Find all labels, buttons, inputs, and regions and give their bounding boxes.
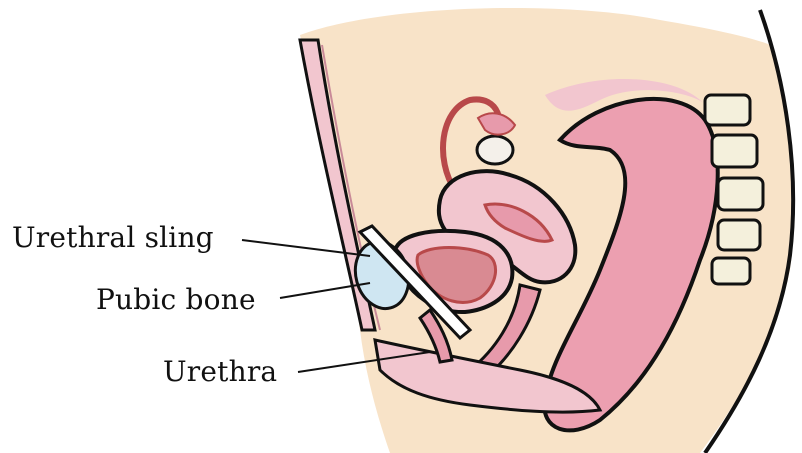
label-urethral-sling: Urethral sling: [12, 222, 214, 254]
vertebra: [718, 220, 760, 250]
ovary: [477, 136, 513, 164]
label-pubic-bone: Pubic bone: [96, 284, 256, 316]
vertebra: [712, 135, 757, 167]
vertebra: [705, 95, 750, 125]
label-urethra: Urethra: [163, 356, 277, 388]
vertebra: [718, 178, 763, 210]
vertebra: [712, 258, 750, 284]
